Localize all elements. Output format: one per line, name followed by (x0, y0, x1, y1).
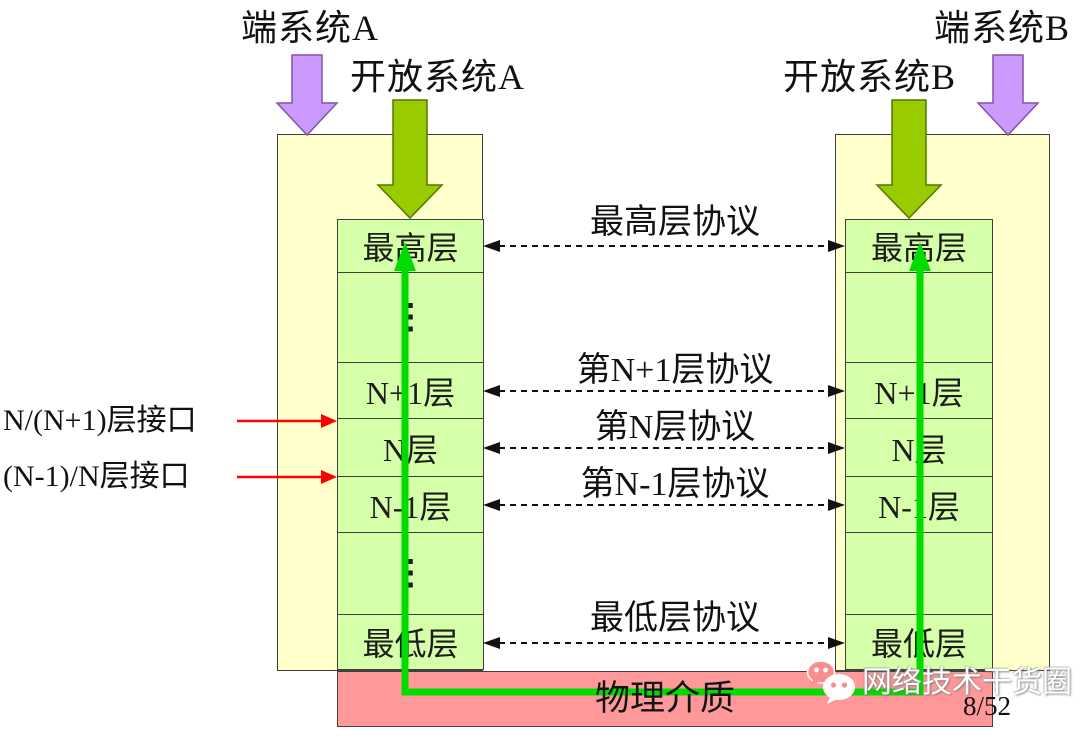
layer-label: N层 (891, 431, 947, 468)
interface-label-n-nplus1: N/(N+1)层接口 (3, 404, 197, 437)
layer-label: 最低层 (362, 626, 459, 662)
end-system-a-label: 端系统A (241, 8, 379, 48)
layer-label: N+1层 (874, 374, 964, 411)
layer-label: N-1层 (878, 488, 960, 525)
ellipsis-glyph: ⋮ (902, 298, 936, 336)
layer-label: N+1层 (365, 374, 456, 411)
open-system-a-label: 开放系统A (350, 57, 525, 97)
layer-cell-n-minus-1-b: N-1层 (846, 477, 992, 533)
layer-label: N层 (382, 431, 439, 468)
layer-label: 最高层 (362, 230, 459, 266)
layer-stack-a: 最高层 ⋮ N+1层 N层 N-1层 ⋮ 最低层 (337, 219, 484, 670)
layer-cell-n-plus-1-b: N+1层 (846, 363, 992, 419)
layer-cell-highest-a: 最高层 (338, 220, 483, 273)
layer-label: N-1层 (369, 488, 452, 525)
layer-cell-lowest-a: 最低层 (338, 615, 483, 669)
layer-cell-ellipsis-lower-a: ⋮ (338, 533, 483, 615)
protocol-arrow-lowest (483, 637, 845, 649)
interface-label-nminus1-n: (N-1)/N层接口 (3, 460, 190, 493)
ellipsis-glyph: ⋮ (902, 554, 936, 592)
ellipsis-glyph: ⋮ (393, 298, 428, 336)
layer-label: 最低层 (870, 626, 967, 662)
end-system-b-label: 端系统B (934, 8, 1071, 48)
layer-cell-n-b: N层 (846, 419, 992, 477)
protocol-label-n-minus-1: 第N-1层协议 (580, 466, 770, 503)
end-system-a-arrow-icon (275, 54, 339, 137)
protocol-label-n: 第N层协议 (594, 409, 756, 446)
layer-label: 最高层 (870, 230, 967, 266)
layer-cell-ellipsis-upper-b: ⋮ (846, 273, 992, 363)
watermark: 网络技术干货圈 (806, 660, 1072, 706)
end-system-b-arrow-icon (976, 54, 1040, 137)
layer-cell-highest-b: 最高层 (846, 220, 992, 273)
layer-cell-ellipsis-upper-a: ⋮ (338, 273, 483, 363)
open-system-b-label: 开放系统B (783, 57, 957, 97)
protocol-label-n-plus-1: 第N+1层协议 (576, 352, 774, 389)
layer-cell-n-minus-1-a: N-1层 (338, 477, 483, 533)
protocol-label-lowest: 最低层协议 (590, 600, 760, 637)
layer-cell-n-a: N层 (338, 419, 483, 477)
protocol-label-highest: 最高层协议 (590, 204, 760, 241)
layer-stack-b: 最高层 ⋮ N+1层 N层 N-1层 ⋮ 最低层 (845, 219, 993, 670)
layer-cell-n-plus-1-a: N+1层 (338, 363, 483, 419)
wechat-chat-bubbles-icon (806, 660, 855, 704)
ellipsis-glyph: ⋮ (393, 554, 428, 592)
page-number: 8/52 (963, 691, 1012, 721)
layer-cell-ellipsis-lower-b: ⋮ (846, 533, 992, 615)
